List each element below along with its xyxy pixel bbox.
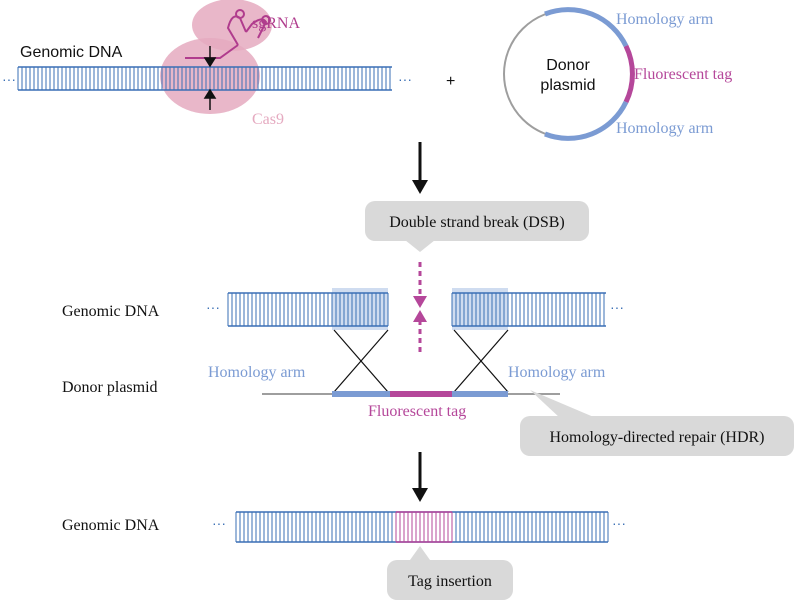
donor-plasmid-label-middle: Donor plasmid: [62, 379, 158, 396]
fluorescent-tag-label-middle: Fluorescent tag: [368, 403, 466, 420]
homology-arm-label-top: Homology arm: [616, 11, 714, 28]
cut-site-arrows-top: [203, 46, 217, 110]
hdr-callout-text: Homology-directed repair (HDR): [549, 429, 764, 446]
genomic-dna-strand-bottom: [235, 511, 609, 543]
ellipsis-right-bottom: ···: [612, 515, 626, 531]
donor-plasmid-circle: [503, 7, 635, 141]
genomic-dna-strand-middle-right: [451, 292, 606, 327]
hdr-callout: Homology-directed repair (HDR): [520, 390, 794, 456]
plus-sign: +: [446, 73, 455, 90]
sgrna-structure: [185, 9, 271, 59]
dsb-callout-text: Double strand break (DSB): [389, 214, 565, 231]
down-arrow-2: [412, 452, 428, 502]
ellipsis-right-middle: ···: [610, 299, 624, 315]
ellipsis-right-top: ···: [398, 71, 412, 87]
genomic-dna-label-top: Genomic DNA: [20, 44, 123, 61]
plasmid-label-line1: Donor: [546, 57, 590, 74]
cas9-label: Cas9: [252, 111, 284, 128]
homology-arm-label-bottom: Homology arm: [616, 120, 714, 137]
dsb-callout: Double strand break (DSB): [365, 201, 589, 252]
fluorescent-tag-label-top: Fluorescent tag: [634, 66, 732, 83]
plasmid-label-line2: plasmid: [540, 77, 595, 94]
sgrna-label: sgRNA: [252, 15, 300, 32]
genomic-dna-strand-top: [17, 66, 392, 91]
genomic-dna-label-middle: Genomic DNA: [62, 303, 160, 320]
dsb-break-arrows: [413, 262, 427, 352]
ellipsis-left-top: ···: [2, 71, 16, 87]
tag-insertion-callout: Tag insertion: [387, 546, 513, 600]
homology-arm-label-left: Homology arm: [208, 364, 306, 381]
homology-arm-label-right: Homology arm: [508, 364, 606, 381]
recombination-crossovers: [333, 329, 509, 393]
down-arrow-1: [412, 142, 428, 194]
genomic-dna-strand-middle-left: [227, 292, 389, 327]
genomic-dna-label-bottom: Genomic DNA: [62, 517, 160, 534]
ellipsis-left-middle: ···: [206, 299, 220, 315]
ellipsis-left-bottom: ···: [212, 515, 226, 531]
tag-insertion-text: Tag insertion: [408, 573, 492, 590]
